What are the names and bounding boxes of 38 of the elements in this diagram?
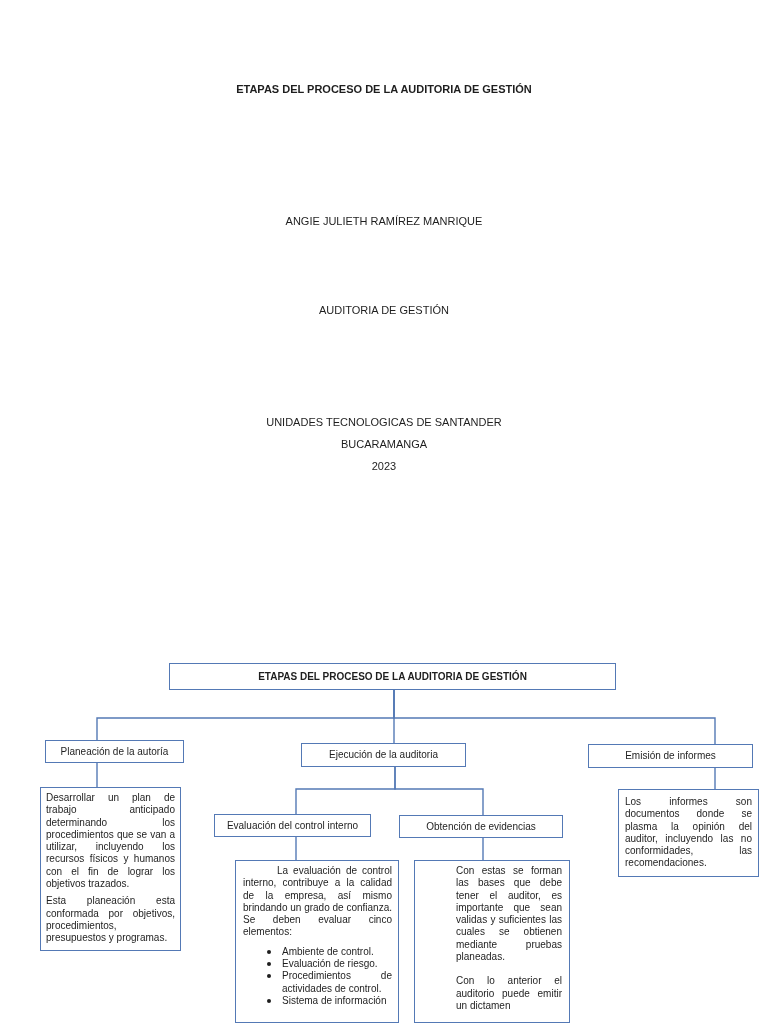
description-text: Con lo anterior el auditorio puede emitir un dictamen xyxy=(456,975,562,1013)
connector-line xyxy=(96,762,98,788)
connector-line xyxy=(714,767,716,790)
description-box xyxy=(414,860,570,1023)
description-box xyxy=(618,789,759,877)
box-label: Emisión de informes xyxy=(625,750,716,762)
course-name: AUDITORIA DE GESTIÓN xyxy=(319,303,449,317)
box-label: Ejecución de la auditoria xyxy=(329,749,438,761)
author-name: ANGIE JULIETH RAMÍREZ MANRIQUE xyxy=(285,214,483,228)
year-text: 2023 xyxy=(371,459,397,473)
box-label: Evaluación del control interno xyxy=(226,819,359,832)
description-text: Con estas se forman las bases que debe tener el auditor, es importante que sean validas y suficientes las cuales se obtienen mediante pruebas planeadas. xyxy=(456,865,562,964)
box-label: Obtención de evidencias xyxy=(426,820,536,833)
stage-box xyxy=(301,743,466,767)
list-item-text: Sistema de información xyxy=(282,994,388,1008)
description-text: La evaluación de control interno, contribuye a la calidad de la empresa, así mismo brindando un grado de confianza. Se deben evaluar cinco elementos: xyxy=(243,865,392,939)
stage-box xyxy=(399,815,563,838)
page-title: ETAPAS DEL PROCESO DE LA AUDITORIA DE GESTIÓN xyxy=(236,82,532,96)
list-item-text: Ambiente de control. xyxy=(282,945,375,959)
stage-box xyxy=(45,740,184,763)
description-text: Desarrollar un plan de trabajo anticipado determinando los procedimientos que se van a utilizar, incluyendo los recursos físicos y humanos con el fin de lograr los objetivos trazados. xyxy=(46,792,175,891)
stage-box xyxy=(588,744,753,768)
description-box xyxy=(235,860,399,1023)
list-item-text: Procedimientos de actividades de control. xyxy=(282,970,392,995)
box-label: ETAPAS DEL PROCESO DE LA AUDITORIA DE GESTIÓN xyxy=(258,670,527,683)
connector-line xyxy=(393,689,716,745)
institution-name: UNIDADES TECNOLOGICAS DE SANTANDER xyxy=(266,415,502,429)
title-box xyxy=(169,663,616,690)
description-box xyxy=(40,787,181,951)
box-label: Planeación de la autoría xyxy=(60,745,169,758)
city-name: BUCARAMANGA xyxy=(340,437,428,451)
description-text: Esta planeación esta conformada por objetivos, procedimientos, presupuestos y programas. xyxy=(46,895,175,945)
stage-box xyxy=(214,814,371,837)
connector-line xyxy=(482,837,484,861)
list-item-text: Evaluación de riesgo. xyxy=(282,958,379,971)
description-text: Los informes son documentos donde se plasma la opinión del auditor, incluyendo las no conformidades, las recomendaciones. xyxy=(625,796,752,870)
connector-line xyxy=(295,836,297,861)
connector-line xyxy=(394,766,484,816)
